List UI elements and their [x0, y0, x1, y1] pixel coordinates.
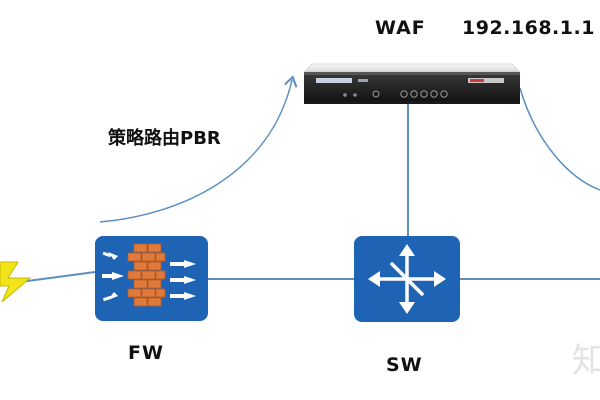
fw-label: FW — [128, 342, 164, 364]
waf-appliance-icon — [303, 63, 521, 104]
lightning-icon — [0, 261, 32, 303]
pbr-label: 策略路由PBR — [108, 128, 221, 149]
link-attack-fw — [19, 271, 96, 283]
waf-label: WAF — [375, 17, 426, 39]
switch-icon — [354, 236, 460, 322]
pbr-arrow — [99, 75, 298, 223]
firewall-icon — [95, 236, 208, 321]
watermark-glyph: 知 — [572, 341, 600, 381]
sw-label: SW — [386, 354, 423, 376]
return-curve — [519, 87, 600, 191]
waf-ip-address: 192.168.1.1 — [462, 17, 595, 39]
